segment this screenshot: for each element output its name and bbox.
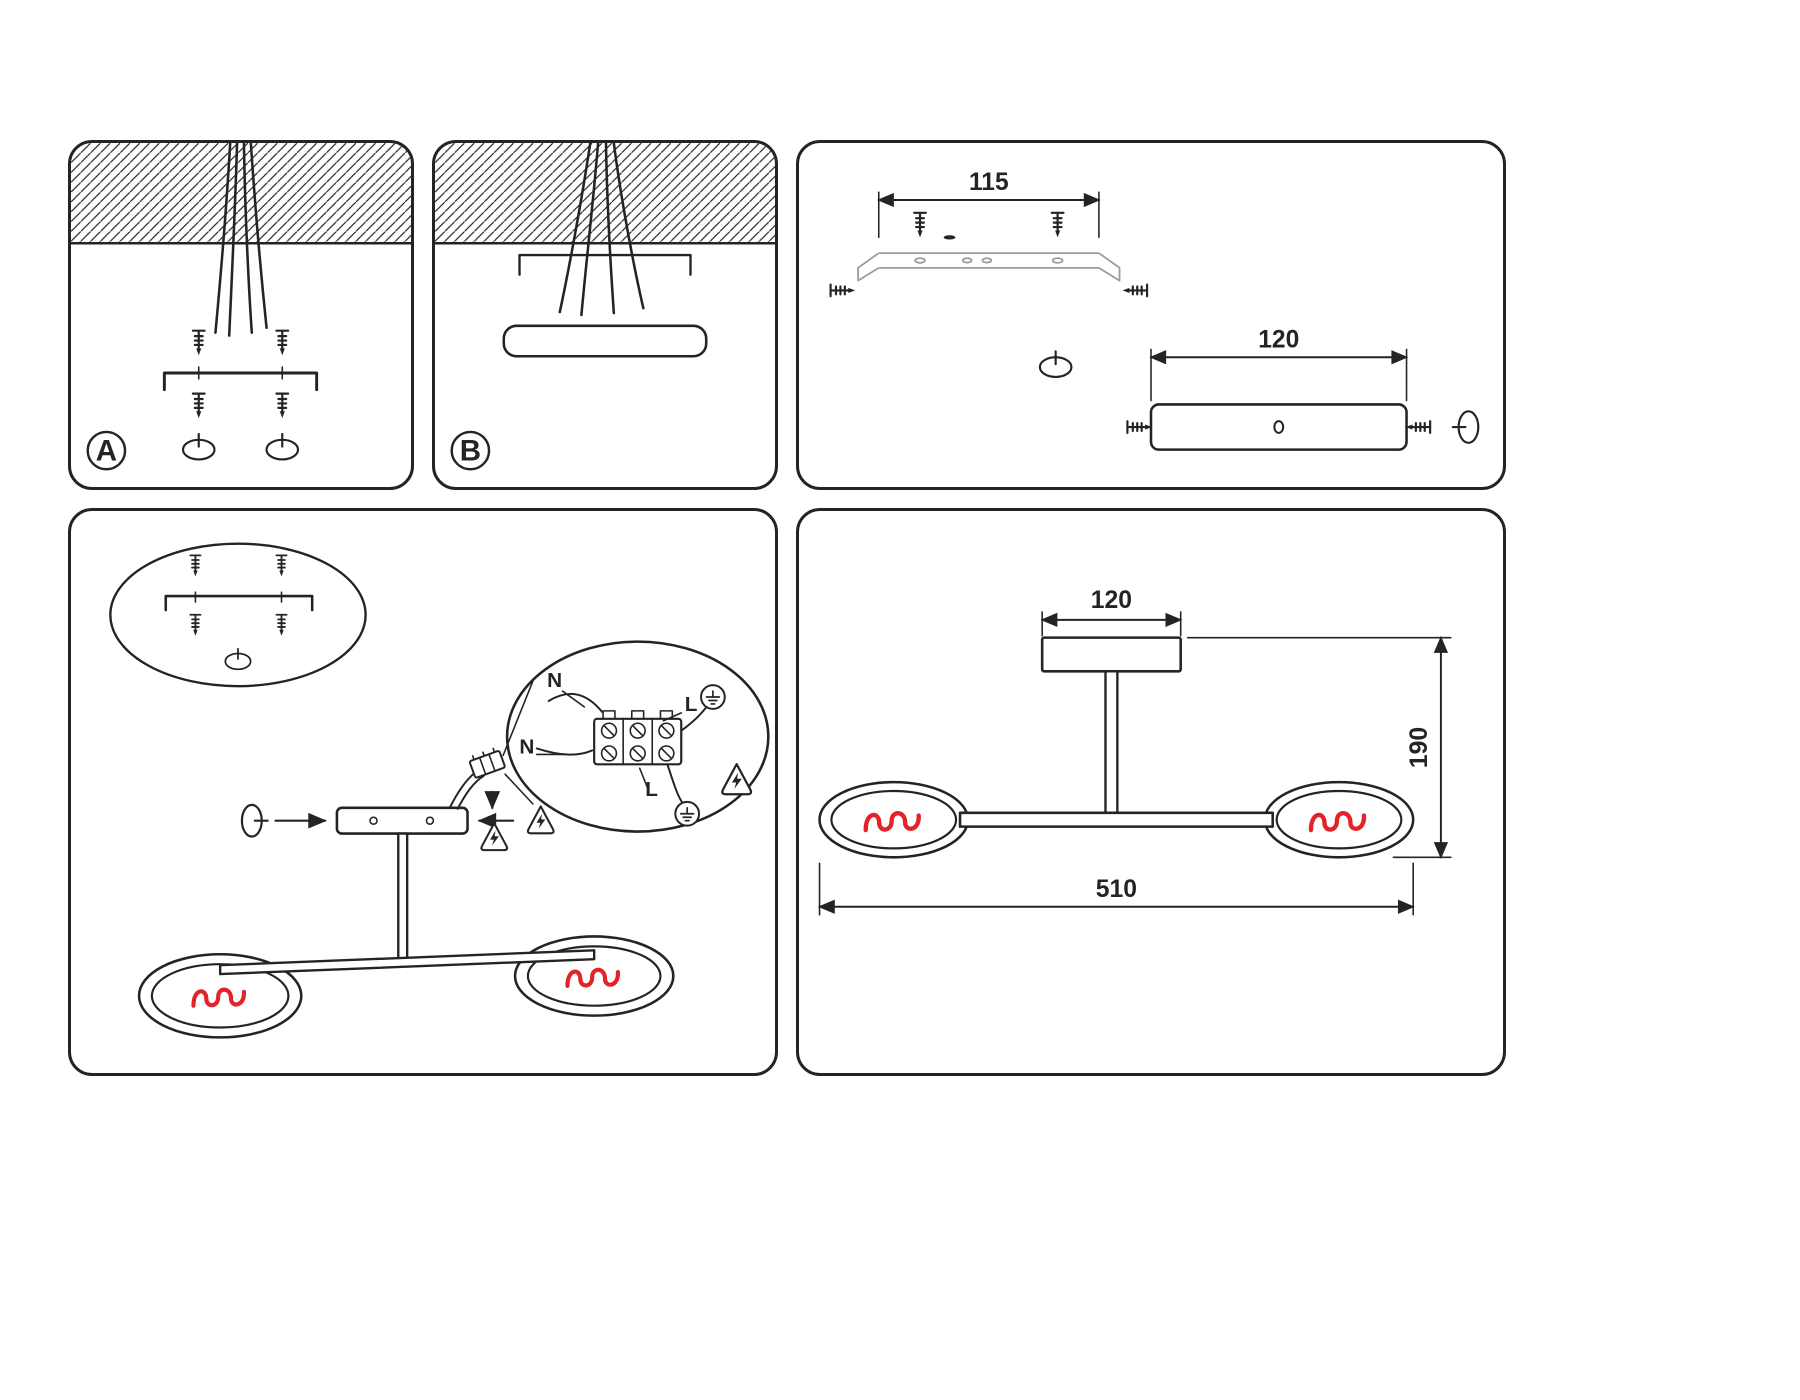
- ground-icon: [674, 800, 701, 827]
- mounting-bracket: [164, 594, 314, 612]
- screw-icon: [1126, 420, 1154, 435]
- hardware-drawing: 115 120: [829, 169, 1480, 451]
- wall-plug-icon: [1038, 350, 1073, 379]
- inset-bubble: [109, 542, 367, 688]
- screw-icon: [191, 329, 206, 357]
- screw-icon: [275, 392, 290, 420]
- ceiling-hatch: [71, 143, 411, 244]
- leader-line: [561, 690, 586, 708]
- wall-plug-icon: [181, 432, 216, 461]
- dim-canopy-length: 120: [1149, 326, 1409, 402]
- dim-fixture-width: 510: [817, 862, 1415, 916]
- wire-label-line: L: [685, 693, 698, 716]
- screw-icon: [275, 329, 290, 357]
- wire-label-line: L: [645, 778, 658, 801]
- canopy-plate: [502, 324, 708, 358]
- panel-b-drawing: B: [435, 143, 775, 471]
- canopy-screw: [425, 816, 435, 825]
- wall-plug-icon: [265, 432, 300, 461]
- canopy-screw: [369, 816, 378, 825]
- lamp-stem: [1104, 670, 1119, 817]
- bracket-slots: [197, 366, 284, 380]
- mounting-bracket: [162, 371, 319, 392]
- warning-electricity-icon: [721, 763, 753, 796]
- screw-icon: [189, 613, 202, 637]
- wire-label-neutral: N: [519, 735, 534, 758]
- panel-dimensions: 120 190: [796, 508, 1506, 1076]
- lamp-arm: [958, 811, 1274, 828]
- screw-icon: [275, 613, 288, 637]
- warning-electricity-icon: [526, 805, 555, 835]
- wall-plug-icon: [1451, 410, 1480, 444]
- canopy-hole: [1273, 420, 1285, 434]
- canopy-bar: [335, 806, 469, 835]
- screw-icon: [1404, 420, 1432, 435]
- leader-line: [662, 712, 683, 722]
- level-mark: [943, 235, 956, 240]
- screw-icon: [189, 554, 202, 578]
- dim-510-label: 510: [1096, 876, 1137, 903]
- panel-a-drawing: A: [71, 143, 411, 471]
- screw-icon: [1121, 283, 1149, 298]
- dim-bracket-spacing: 115: [877, 169, 1101, 239]
- extension-lines: [1041, 611, 1182, 637]
- dim-canopy-width: 120: [1040, 587, 1183, 637]
- callout-lines: [502, 680, 534, 805]
- step-b-label: B: [460, 434, 481, 467]
- panel-step-a: A: [68, 140, 414, 490]
- fixture-wires: [448, 771, 485, 810]
- dimensions-drawing: 120 190: [817, 587, 1452, 916]
- dim-115-label: 115: [969, 169, 1009, 196]
- warning-electricity-icon: [480, 822, 509, 852]
- step-a-badge: [86, 430, 127, 471]
- step-b-badge: [450, 430, 491, 471]
- wall-plug-icon: [240, 803, 269, 838]
- dim-190-label: 190: [1406, 727, 1433, 768]
- inset-bubble: [505, 640, 770, 833]
- mains-wires: [214, 143, 268, 337]
- screw-icon: [913, 211, 928, 239]
- screw-icon: [829, 283, 857, 298]
- terminal-block: [593, 710, 683, 766]
- assembly-drawing: N L N L: [109, 542, 770, 1039]
- screw-icon: [1050, 211, 1065, 239]
- ceiling-hatch: [435, 143, 775, 244]
- mounted-bracket: [518, 253, 692, 276]
- wall-plug-icon: [224, 647, 252, 671]
- mains-wires: [558, 143, 645, 317]
- canopy-bar: [1149, 403, 1408, 451]
- canopy-bar: [1040, 636, 1182, 673]
- leader-line: [638, 767, 649, 789]
- bracket-detail-inset: [109, 542, 367, 688]
- step-a-label: A: [96, 434, 117, 467]
- connector-block: [468, 747, 506, 779]
- mounting-bracket: [857, 252, 1121, 282]
- lamp-stem: [397, 832, 409, 962]
- wiring-detail-inset: N L N L: [505, 640, 770, 833]
- dim-120-label: 120: [1091, 587, 1132, 614]
- dim-fixture-height: 190: [1186, 635, 1452, 859]
- dim-120-label: 120: [1258, 326, 1299, 353]
- lamp-arm: [218, 949, 596, 976]
- screw-icon: [275, 554, 288, 578]
- panel-step-b: B: [432, 140, 778, 490]
- panel-assembly: N L N L: [68, 508, 778, 1076]
- bracket-slots: [194, 591, 283, 603]
- panel-hardware: 115 120: [796, 140, 1506, 490]
- ground-icon: [700, 684, 726, 710]
- screw-icon: [191, 392, 206, 420]
- wire-label-neutral: N: [547, 669, 562, 692]
- extension-lines: [877, 191, 1100, 239]
